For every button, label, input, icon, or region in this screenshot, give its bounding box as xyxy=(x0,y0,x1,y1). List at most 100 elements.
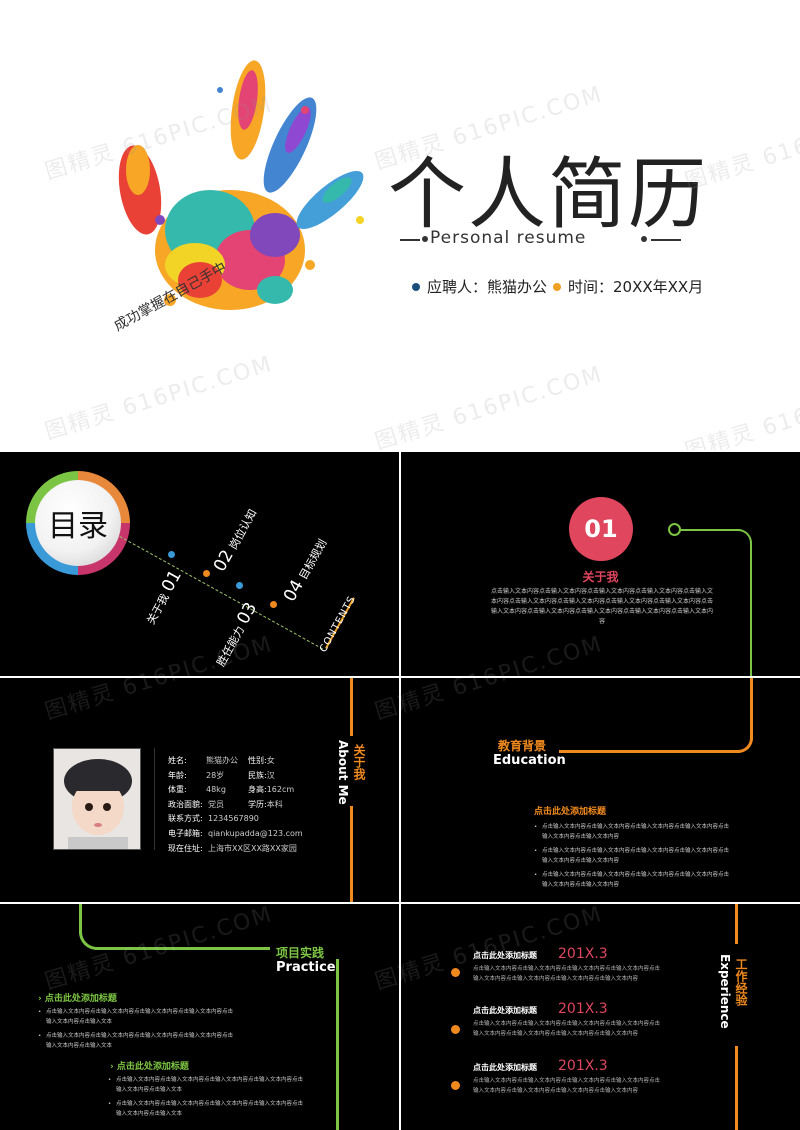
info-key: 学历: xyxy=(248,799,267,809)
section-title-cn: 工作经验 xyxy=(734,958,748,1006)
info-value: 上海市XX区XX路XX家园 xyxy=(208,843,297,853)
list-item: 点击输入文本内容点击输入文本内容点击输入文本内容点击输入文本内容点击输入文本内容… xyxy=(108,1099,308,1119)
info-row: 性别:女 xyxy=(248,754,294,769)
info-key: 身高: xyxy=(248,785,267,795)
info-divider xyxy=(154,748,155,850)
info-value: 1234567890 xyxy=(208,814,259,824)
info-row: 政治面貌: 党员 xyxy=(168,798,303,813)
info-key: 姓名: xyxy=(168,756,187,765)
info-key: 政治面貌: xyxy=(168,799,203,809)
section-title-cn: 项目实践 xyxy=(276,946,325,960)
toc-item-position[interactable]: 02岗位认知 xyxy=(208,505,261,579)
green-rule-vertical xyxy=(79,904,82,934)
contents-slide: 目录 关于我01 02岗位认知 胜任能力03 04目标规划 CONTENTS xyxy=(0,452,399,676)
personal-info-left: 姓名:熊猫办公 年龄:28岁 体重:48kg 政治面貌:党员 联系方式:1234… xyxy=(168,754,303,856)
practice-bullets: 点击输入文本内容点击输入文本内容点击输入文本内容点击输入文本内容点击输入文本内容… xyxy=(108,1075,308,1123)
info-value: 汉 xyxy=(266,770,275,780)
blue-dot-icon xyxy=(412,282,420,291)
section-title-en: Practice xyxy=(276,960,336,975)
intro-body: 点击输入文本内容点击输入文本内容点击输入文本内容点击输入文本内容点击输入文本内容… xyxy=(490,588,713,625)
section-number-badge: 01 xyxy=(569,497,633,561)
info-row: 联系方式: 1234567890 xyxy=(168,812,303,827)
title-rule-left xyxy=(400,239,420,241)
intro-slide: 01 关于我 点击输入文本内容点击输入文本内容点击输入文本内容点击输入文本内容点… xyxy=(401,452,800,676)
watermark: 图精灵 616PIC.COM xyxy=(42,351,276,445)
job-year: 201X.3 xyxy=(558,1058,608,1074)
title-dot-left xyxy=(422,236,428,242)
orange-rule-bottom xyxy=(735,1046,738,1130)
info-key: 性别: xyxy=(248,756,267,765)
job-desc: 点击输入文本内容点击输入文本内容点击输入文本内容点击输入文本内容点击输入文本内容… xyxy=(473,1021,661,1037)
list-item: 点击输入文本内容点击输入文本内容点击输入文本内容点击输入文本内容点击输入文本内容… xyxy=(38,1007,238,1027)
watermark: 图精灵 616PIC.COM xyxy=(682,371,800,450)
painted-hand-icon xyxy=(118,60,364,310)
contents-badge: 目录 xyxy=(35,480,121,566)
intro-heading: 关于我 xyxy=(582,570,619,584)
info-key: 现在住址: xyxy=(168,843,203,853)
sub-title-text: 点击此处添加标题 xyxy=(44,994,117,1004)
orange-rule-horizontal xyxy=(559,750,740,753)
info-row: 学历:本科 xyxy=(248,798,294,813)
watermark: 图精灵 616PIC.COM xyxy=(372,361,606,450)
info-key: 电子邮箱: xyxy=(168,828,203,838)
toc-item-plan[interactable]: 04目标规划 xyxy=(278,535,331,609)
sub-title: 点击此处添加标题 xyxy=(534,807,607,817)
toc-item-label: 关于我 xyxy=(144,591,172,627)
orange-rule-bottom xyxy=(350,806,353,902)
toc-item-label: 目标规划 xyxy=(296,537,330,582)
green-rule-horizontal xyxy=(95,947,270,950)
info-value: 162cm xyxy=(266,785,295,795)
info-row: 年龄: 28岁 xyxy=(168,769,303,784)
toc-dot-icon xyxy=(203,570,210,577)
resume-title: 个人简历 xyxy=(388,150,709,240)
orange-rule-top xyxy=(350,678,353,736)
list-item: 点击输入文本内容点击输入文本内容点击输入文本内容点击输入文本内容点击输入文本内容… xyxy=(108,1075,308,1095)
personal-info-right: 性别:女 民族:汉 身高:162cm 学历:本科 xyxy=(248,754,294,812)
orange-rule-curve xyxy=(738,738,753,753)
job-title: 点击此处添加标题 xyxy=(473,1063,537,1072)
title-rule-right xyxy=(651,239,681,241)
green-node-icon xyxy=(668,523,681,536)
list-item: 点击输入文本内容点击输入文本内容点击输入文本内容点击输入文本内容点击输入文本内容… xyxy=(534,822,734,842)
toc-item-ability[interactable]: 胜任能力03 xyxy=(210,599,261,670)
cover-meta: 应聘人：熊猫办公 时间：20XX年XX月 xyxy=(412,276,703,297)
info-row: 身高:162cm xyxy=(248,783,294,798)
info-value: 28岁 xyxy=(206,770,225,780)
info-value: 党员 xyxy=(208,799,224,809)
list-item: 点击输入文本内容点击输入文本内容点击输入文本内容点击输入文本内容点击输入文本内容… xyxy=(38,1031,238,1051)
job-title: 点击此处添加标题 xyxy=(473,951,537,960)
toc-dot-icon xyxy=(236,582,243,589)
timeline-dot-icon xyxy=(451,1081,460,1090)
job-desc: 点击输入文本内容点击输入文本内容点击输入文本内容点击输入文本内容点击输入文本内容… xyxy=(473,1078,661,1094)
toc-item-num: 02 xyxy=(209,546,238,576)
info-row: 姓名: 熊猫办公 xyxy=(168,754,303,769)
resume-subtitle: Personal resume xyxy=(430,228,587,248)
practice-slide: 项目实践 Practice › 点击此处添加标题 点击输入文本内容点击输入文本内… xyxy=(0,904,399,1130)
job-title: 点击此处添加标题 xyxy=(473,1006,537,1015)
orange-rule-top xyxy=(735,904,738,944)
section-title-en: Education xyxy=(493,753,566,768)
toc-item-about[interactable]: 关于我01 xyxy=(140,567,186,628)
toc-dot-icon xyxy=(270,601,277,608)
green-connector-curve xyxy=(738,529,752,543)
timeline-dot-icon xyxy=(451,1025,460,1034)
info-key: 体重: xyxy=(168,785,187,795)
sub-title: › 点击此处添加标题 xyxy=(110,1062,189,1072)
info-key: 年龄: xyxy=(168,770,187,780)
portrait-icon xyxy=(54,749,140,849)
toc-item-label: 胜任能力 xyxy=(214,623,248,669)
toc-item-num: 04 xyxy=(279,576,308,606)
contents-badge-ring: 目录 xyxy=(26,471,130,575)
timeline-dot-icon xyxy=(451,968,460,977)
time-text: 时间：20XX年XX月 xyxy=(568,278,704,296)
title-dot-right xyxy=(641,236,647,242)
work-slide: Experience 工作经验 点击此处添加标题 201X.3 点击输入文本内容… xyxy=(401,904,800,1130)
info-value: 本科 xyxy=(266,799,283,809)
job-desc: 点击输入文本内容点击输入文本内容点击输入文本内容点击输入文本内容点击输入文本内容… xyxy=(473,966,661,982)
green-connector-vertical xyxy=(750,542,752,676)
section-title-cn: 关于我 xyxy=(352,744,366,780)
info-value: 熊猫办公 xyxy=(206,756,238,765)
info-value: qiankupadda@123.com xyxy=(208,828,303,838)
info-row: 民族:汉 xyxy=(248,769,294,784)
info-key: 联系方式: xyxy=(168,814,203,824)
